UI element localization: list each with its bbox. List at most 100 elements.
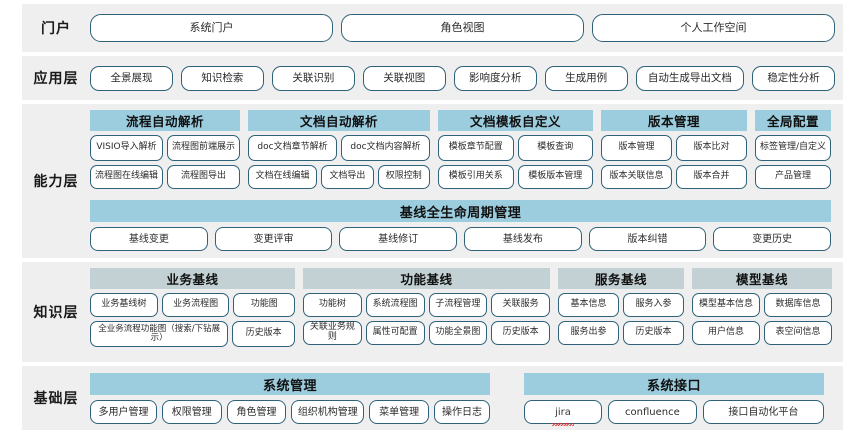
app-item-2[interactable]: 知识检索 <box>180 65 264 91</box>
layer-label-application: 应用层 <box>33 71 79 87</box>
know-cell[interactable]: 表空间信息 <box>764 321 832 345</box>
know-cell[interactable]: 数据库信息 <box>764 293 832 317</box>
know-cell[interactable]: 功能树 <box>303 293 362 317</box>
group-row: 文档在线编辑 文档导出 权限控制 <box>248 165 431 189</box>
foundation-cell-confluence[interactable]: confluence <box>608 400 697 424</box>
knowledge-group-function-baseline: 功能基线 功能树 系统流程图 子流程管理 关联服务 关联业务规则 属性可配置 功… <box>303 268 550 345</box>
know-cell[interactable]: 服务入参 <box>623 293 684 317</box>
cap-cell[interactable]: 模板章节配置 <box>438 135 514 161</box>
app-item-1[interactable]: 全景展现 <box>90 65 173 91</box>
foundation-cell[interactable]: 角色管理 <box>226 400 287 424</box>
portal-item-3[interactable]: 个人工作空间 <box>592 14 835 42</box>
app-item-4[interactable]: 关联视图 <box>362 65 446 91</box>
foundation-cell[interactable]: 组织机构管理 <box>291 400 365 424</box>
group-title: 版本管理 <box>601 110 747 131</box>
cap-cell[interactable]: 流程图导出 <box>167 165 240 189</box>
cap-cell[interactable]: 文档导出 <box>321 165 374 189</box>
banner-items: 多用户管理 权限管理 角色管理 组织机构管理 菜单管理 操作日志 <box>90 400 490 424</box>
baseline-item[interactable]: 基线变更 <box>90 227 208 251</box>
group-title: 业务基线 <box>90 268 295 289</box>
cap-cell[interactable]: 版本管理 <box>601 135 672 161</box>
knowledge-group-service-baseline: 服务基线 基本信息 服务入参 服务出参 历史版本 <box>558 268 684 345</box>
knowledge-groups: 业务基线 业务基线树 业务流程图 功能图 全业务流程功能图（搜索/下钻展示） 历… <box>90 268 835 347</box>
know-cell[interactable]: 系统流程图 <box>365 293 425 317</box>
app-item-6[interactable]: 生成用例 <box>544 65 628 91</box>
baseline-lifecycle-banner: 基线全生命周期管理 基线变更 变更评审 基线修订 基线发布 版本纠错 变更历史 <box>90 200 832 251</box>
group-row: 流程图在线编辑 流程图导出 <box>90 165 240 189</box>
know-cell[interactable]: 全业务流程功能图（搜索/下钻展示） <box>90 321 229 347</box>
layer-application: 应用层 全景展现 知识检索 关联识别 关联视图 影响度分析 生成用例 自动生成导… <box>22 56 843 100</box>
cap-cell[interactable]: VISIO导入解析 <box>90 135 163 161</box>
know-cell[interactable]: 功能图 <box>233 293 295 317</box>
know-cell[interactable]: 服务出参 <box>558 321 619 345</box>
foundation-cell[interactable]: 多用户管理 <box>90 400 157 424</box>
group-title: 流程自动解析 <box>90 110 240 131</box>
app-item-5[interactable]: 影响度分析 <box>453 65 537 91</box>
app-item-3[interactable]: 关联识别 <box>271 65 355 91</box>
layer-label-foundation: 基础层 <box>33 391 79 407</box>
knowledge-group-business-baseline: 业务基线 业务基线树 业务流程图 功能图 全业务流程功能图（搜索/下钻展示） 历… <box>90 268 295 347</box>
foundation-banner-system-admin: 系统管理 多用户管理 权限管理 角色管理 组织机构管理 菜单管理 操作日志 <box>90 373 490 424</box>
baseline-item[interactable]: 变更评审 <box>214 227 333 251</box>
baseline-item[interactable]: 基线修订 <box>339 227 458 251</box>
know-cell[interactable]: 功能全景图 <box>428 321 488 345</box>
cap-cell[interactable]: doc文档内容解析 <box>341 135 430 161</box>
portal-items: 系统门户 角色视图 个人工作空间 <box>90 14 835 42</box>
cap-cell[interactable]: 模板查询 <box>517 135 593 161</box>
cap-cell[interactable]: doc文档章节解析 <box>248 135 337 161</box>
cap-cell[interactable]: 文档在线编辑 <box>248 165 318 189</box>
capability-group-version: 版本管理 版本管理 版本比对 版本关联信息 版本合并 <box>601 110 747 189</box>
baseline-lifecycle-title: 基线全生命周期管理 <box>90 200 831 222</box>
group-title: 全局配置 <box>755 110 831 131</box>
foundation-cell[interactable]: 菜单管理 <box>369 400 429 424</box>
know-cell[interactable]: 业务基线树 <box>90 293 158 317</box>
cap-cell[interactable]: 版本关联信息 <box>601 165 672 189</box>
know-cell[interactable]: 基本信息 <box>558 293 619 317</box>
app-item-7[interactable]: 自动生成导出文档 <box>635 65 745 91</box>
cap-cell[interactable]: 版本比对 <box>676 135 747 161</box>
know-cell[interactable]: 模型基本信息 <box>692 293 760 317</box>
know-cell[interactable]: 子流程管理 <box>428 293 488 317</box>
banner-items: jira confluence 接口自动化平台 <box>524 400 824 424</box>
group-row: 用户信息 表空间信息 <box>692 321 832 345</box>
know-cell[interactable]: 业务流程图 <box>161 293 230 317</box>
cap-cell[interactable]: 流程图在线编辑 <box>90 165 163 189</box>
know-cell[interactable]: 历史版本 <box>623 321 684 345</box>
cap-cell[interactable]: 标签管理/自定义 <box>755 135 831 161</box>
group-row: 版本管理 版本比对 <box>601 135 747 161</box>
group-row: 基本信息 服务入参 <box>558 293 684 317</box>
foundation-cell-api-platform[interactable]: 接口自动化平台 <box>702 400 824 424</box>
baseline-item[interactable]: 变更历史 <box>713 227 832 251</box>
know-cell[interactable]: 属性可配置 <box>365 321 425 345</box>
cap-cell[interactable]: 模板引用关系 <box>438 165 514 189</box>
know-cell[interactable]: 关联业务规则 <box>303 321 362 345</box>
foundation-cell[interactable]: 权限管理 <box>161 400 222 424</box>
portal-item-2[interactable]: 角色视图 <box>341 14 584 42</box>
layer-foundation: 基础层 系统管理 多用户管理 权限管理 角色管理 组织机构管理 菜单管理 操作日… <box>22 366 843 430</box>
baseline-item[interactable]: 版本纠错 <box>588 227 707 251</box>
portal-item-1[interactable]: 系统门户 <box>90 14 333 42</box>
know-cell[interactable]: 关联服务 <box>491 293 550 317</box>
banner-title: 系统接口 <box>524 373 824 395</box>
layer-label-portal: 门户 <box>41 21 71 37</box>
group-title: 文档模板自定义 <box>438 110 593 131</box>
cap-cell[interactable]: 权限控制 <box>377 165 431 189</box>
cap-cell[interactable]: 模板版本管理 <box>517 165 593 189</box>
know-cell[interactable]: 历史版本 <box>232 321 295 347</box>
know-cell[interactable]: 历史版本 <box>491 321 550 345</box>
app-item-8[interactable]: 稳定性分析 <box>752 65 836 91</box>
baseline-item[interactable]: 基线发布 <box>464 227 582 251</box>
banner-title: 系统管理 <box>90 373 490 395</box>
layer-label-knowledge: 知识层 <box>33 305 79 321</box>
foundation-banner-system-interface: 系统接口 jira confluence 接口自动化平台 <box>524 373 824 424</box>
layer-knowledge: 知识层 业务基线 业务基线树 业务流程图 功能图 全业务流程功能图（搜索/下钻展… <box>22 262 843 362</box>
cap-cell[interactable]: 版本合并 <box>676 165 747 189</box>
cap-cell[interactable]: 流程图前端展示 <box>167 135 240 161</box>
layer-portal: 门户 系统门户 角色视图 个人工作空间 <box>22 4 843 52</box>
cap-cell[interactable]: 产品管理 <box>755 165 831 189</box>
group-row: 全业务流程功能图（搜索/下钻展示） 历史版本 <box>90 321 295 347</box>
know-cell[interactable]: 用户信息 <box>692 321 760 345</box>
foundation-cell-jira[interactable]: jira <box>524 400 602 424</box>
foundation-cell[interactable]: 操作日志 <box>434 400 490 424</box>
